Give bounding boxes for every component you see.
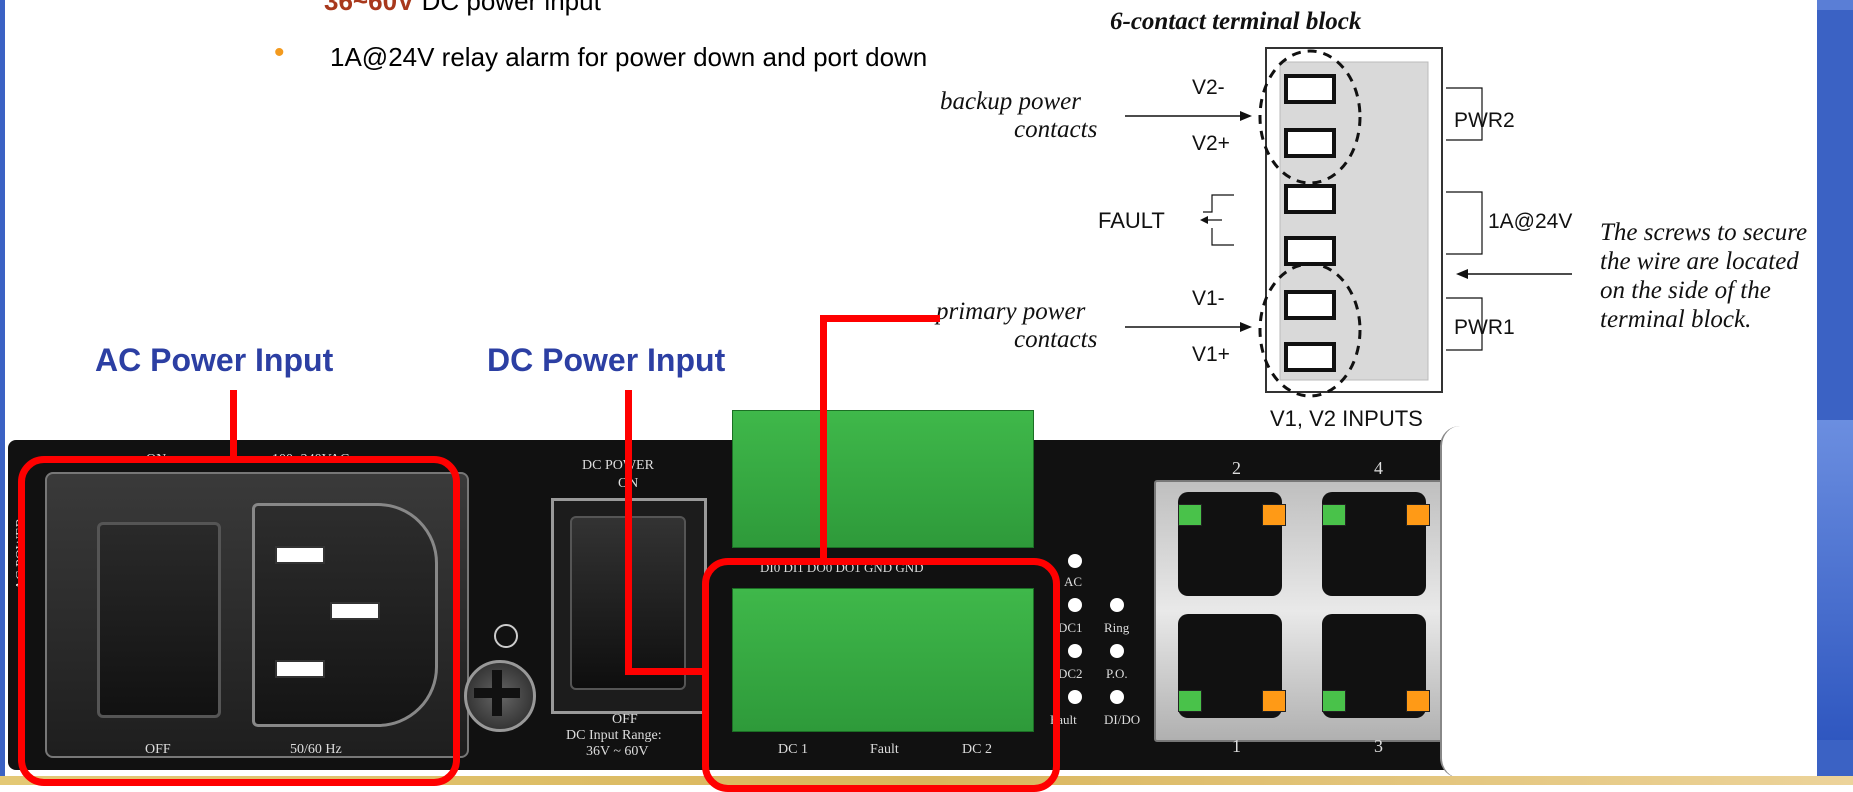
port-2-link-led xyxy=(1178,504,1202,526)
contact-v2-plus xyxy=(1284,128,1336,158)
primary-connector-line-v xyxy=(820,318,827,560)
pwr2-label: PWR2 xyxy=(1454,109,1515,132)
ac-connector-line xyxy=(230,390,237,456)
led-fault-icon xyxy=(1068,690,1082,704)
led-dc2-icon xyxy=(1068,644,1082,658)
v2-plus-label: V2+ xyxy=(1192,132,1230,155)
v1-v2-inputs-label: V1, V2 INPUTS xyxy=(1270,406,1423,431)
contact-v1-plus xyxy=(1284,342,1336,372)
led-ring-icon xyxy=(1110,598,1124,612)
led-dido-label: DI/DO xyxy=(1104,712,1141,727)
fault-terminal-label: Fault xyxy=(870,742,899,757)
contact-fault-b xyxy=(1284,236,1336,266)
port-4-link-led xyxy=(1322,504,1346,526)
dc-connector-line-h xyxy=(625,668,705,675)
led-po-icon xyxy=(1110,644,1124,658)
screws-note-line-3: on the side of the xyxy=(1600,277,1771,304)
screws-note-line-1: The screws to secure xyxy=(1600,219,1808,246)
primary-contacts-circle xyxy=(1258,262,1362,398)
ground-screw-slot-v xyxy=(492,670,502,716)
port-3-number: 3 xyxy=(1374,736,1383,756)
port-1-link-led xyxy=(1178,690,1202,712)
led-dc1-label: DC1 xyxy=(1058,620,1083,635)
led-ring-label: Ring xyxy=(1104,620,1130,635)
screws-note-line-4: terminal block. xyxy=(1600,306,1752,333)
pwr1-bracket xyxy=(1446,297,1483,351)
ground-icon xyxy=(494,624,518,648)
port-2-act-led xyxy=(1262,504,1286,526)
pwr2-bracket xyxy=(1446,87,1483,141)
ac-hz-text: 50/60 Hz xyxy=(290,742,342,757)
led-ac-icon xyxy=(1068,554,1082,568)
contact-fault-a xyxy=(1284,184,1336,214)
ac-pin-1 xyxy=(275,546,325,564)
terminal-title: 6-contact terminal block xyxy=(1110,8,1362,35)
dc-range-text-1: DC Input Range: xyxy=(566,728,662,743)
fault-bracket xyxy=(1203,194,1234,213)
bullet-dc-bold: 36~60V xyxy=(324,0,415,16)
v1-minus-label: V1- xyxy=(1192,287,1225,310)
dc-power-text: DC POWER xyxy=(582,458,654,473)
screws-note: The screws to secure the wire are locate… xyxy=(1600,218,1807,334)
port-3-act-led xyxy=(1406,690,1430,712)
bottom-gold-line xyxy=(0,776,1853,785)
port-4-act-led xyxy=(1406,504,1430,526)
ac-switch xyxy=(97,522,221,718)
v1-plus-label: V1+ xyxy=(1192,343,1230,366)
bullet-dc-text: DC power input xyxy=(414,0,601,16)
v2-minus-label: V2- xyxy=(1192,76,1225,99)
relay-bracket xyxy=(1446,191,1483,255)
torn-edge xyxy=(1440,426,1512,778)
primary-contacts-label: contacts xyxy=(1014,326,1098,353)
dc2-terminal-label: DC 2 xyxy=(962,742,992,757)
contact-v2-minus xyxy=(1284,74,1336,104)
right-accent-top xyxy=(1817,0,1853,10)
ac-pin-3 xyxy=(275,660,325,678)
bullet-dot-icon: • xyxy=(274,36,285,69)
port-4-number: 4 xyxy=(1374,458,1383,478)
contact-v1-minus xyxy=(1284,290,1336,320)
led-dc2-label: DC2 xyxy=(1058,666,1083,681)
right-accent-mid xyxy=(1817,420,1853,740)
top-terminal-block xyxy=(732,410,1034,548)
bullet-item-relay: 1A@24V relay alarm for power down and po… xyxy=(330,42,927,73)
fault-arrowhead-icon xyxy=(1200,216,1208,224)
terminal-block-drawing xyxy=(1125,47,1572,398)
led-dido-icon xyxy=(1110,690,1124,704)
ac-pin-2 xyxy=(330,602,380,620)
port-2-number: 2 xyxy=(1232,458,1241,478)
dc1-terminal-label: DC 1 xyxy=(778,742,808,757)
left-accent-bar xyxy=(0,0,5,785)
screws-arrowhead-icon xyxy=(1456,269,1468,279)
port-1-act-led xyxy=(1262,690,1286,712)
led-po-label: P.O. xyxy=(1106,666,1128,681)
dc-off-text: OFF xyxy=(612,712,638,727)
primary-arrowhead-icon xyxy=(1240,322,1252,332)
primary-connector-line-h xyxy=(820,315,940,322)
screws-note-line-2: the wire are located xyxy=(1600,248,1799,275)
pwr1-label: PWR1 xyxy=(1454,316,1515,339)
ac-off-text: OFF xyxy=(145,742,171,757)
dc-highlight-box xyxy=(702,558,1060,792)
dc-connector-line-v xyxy=(625,390,632,672)
backup-contacts-label: contacts xyxy=(1014,116,1098,143)
led-ac-label: AC xyxy=(1064,574,1083,589)
backup-arrowhead-icon xyxy=(1240,111,1252,121)
relay-label: 1A@24V xyxy=(1488,210,1573,233)
bottom-terminal-block xyxy=(732,588,1034,732)
led-dc1-icon xyxy=(1068,598,1082,612)
terminal-block-inner xyxy=(1279,61,1429,381)
backup-contacts-circle xyxy=(1258,49,1362,185)
bullet-item-dc: 36~60V DC power input xyxy=(324,0,601,17)
backup-power-label: backup power xyxy=(940,88,1081,115)
bullet-relay-text: 1A@24V relay alarm for power down and po… xyxy=(330,42,928,72)
fault-label: FAULT xyxy=(1098,208,1165,233)
ac-highlight-box xyxy=(18,456,460,786)
port-3-link-led xyxy=(1322,690,1346,712)
dc-range-text-2: 36V ~ 60V xyxy=(586,744,649,759)
port-1-number: 1 xyxy=(1232,736,1241,756)
ac-power-input-label: AC Power Input xyxy=(95,342,334,378)
dc-power-input-label: DC Power Input xyxy=(487,342,726,378)
primary-power-label: primary power xyxy=(936,298,1086,325)
